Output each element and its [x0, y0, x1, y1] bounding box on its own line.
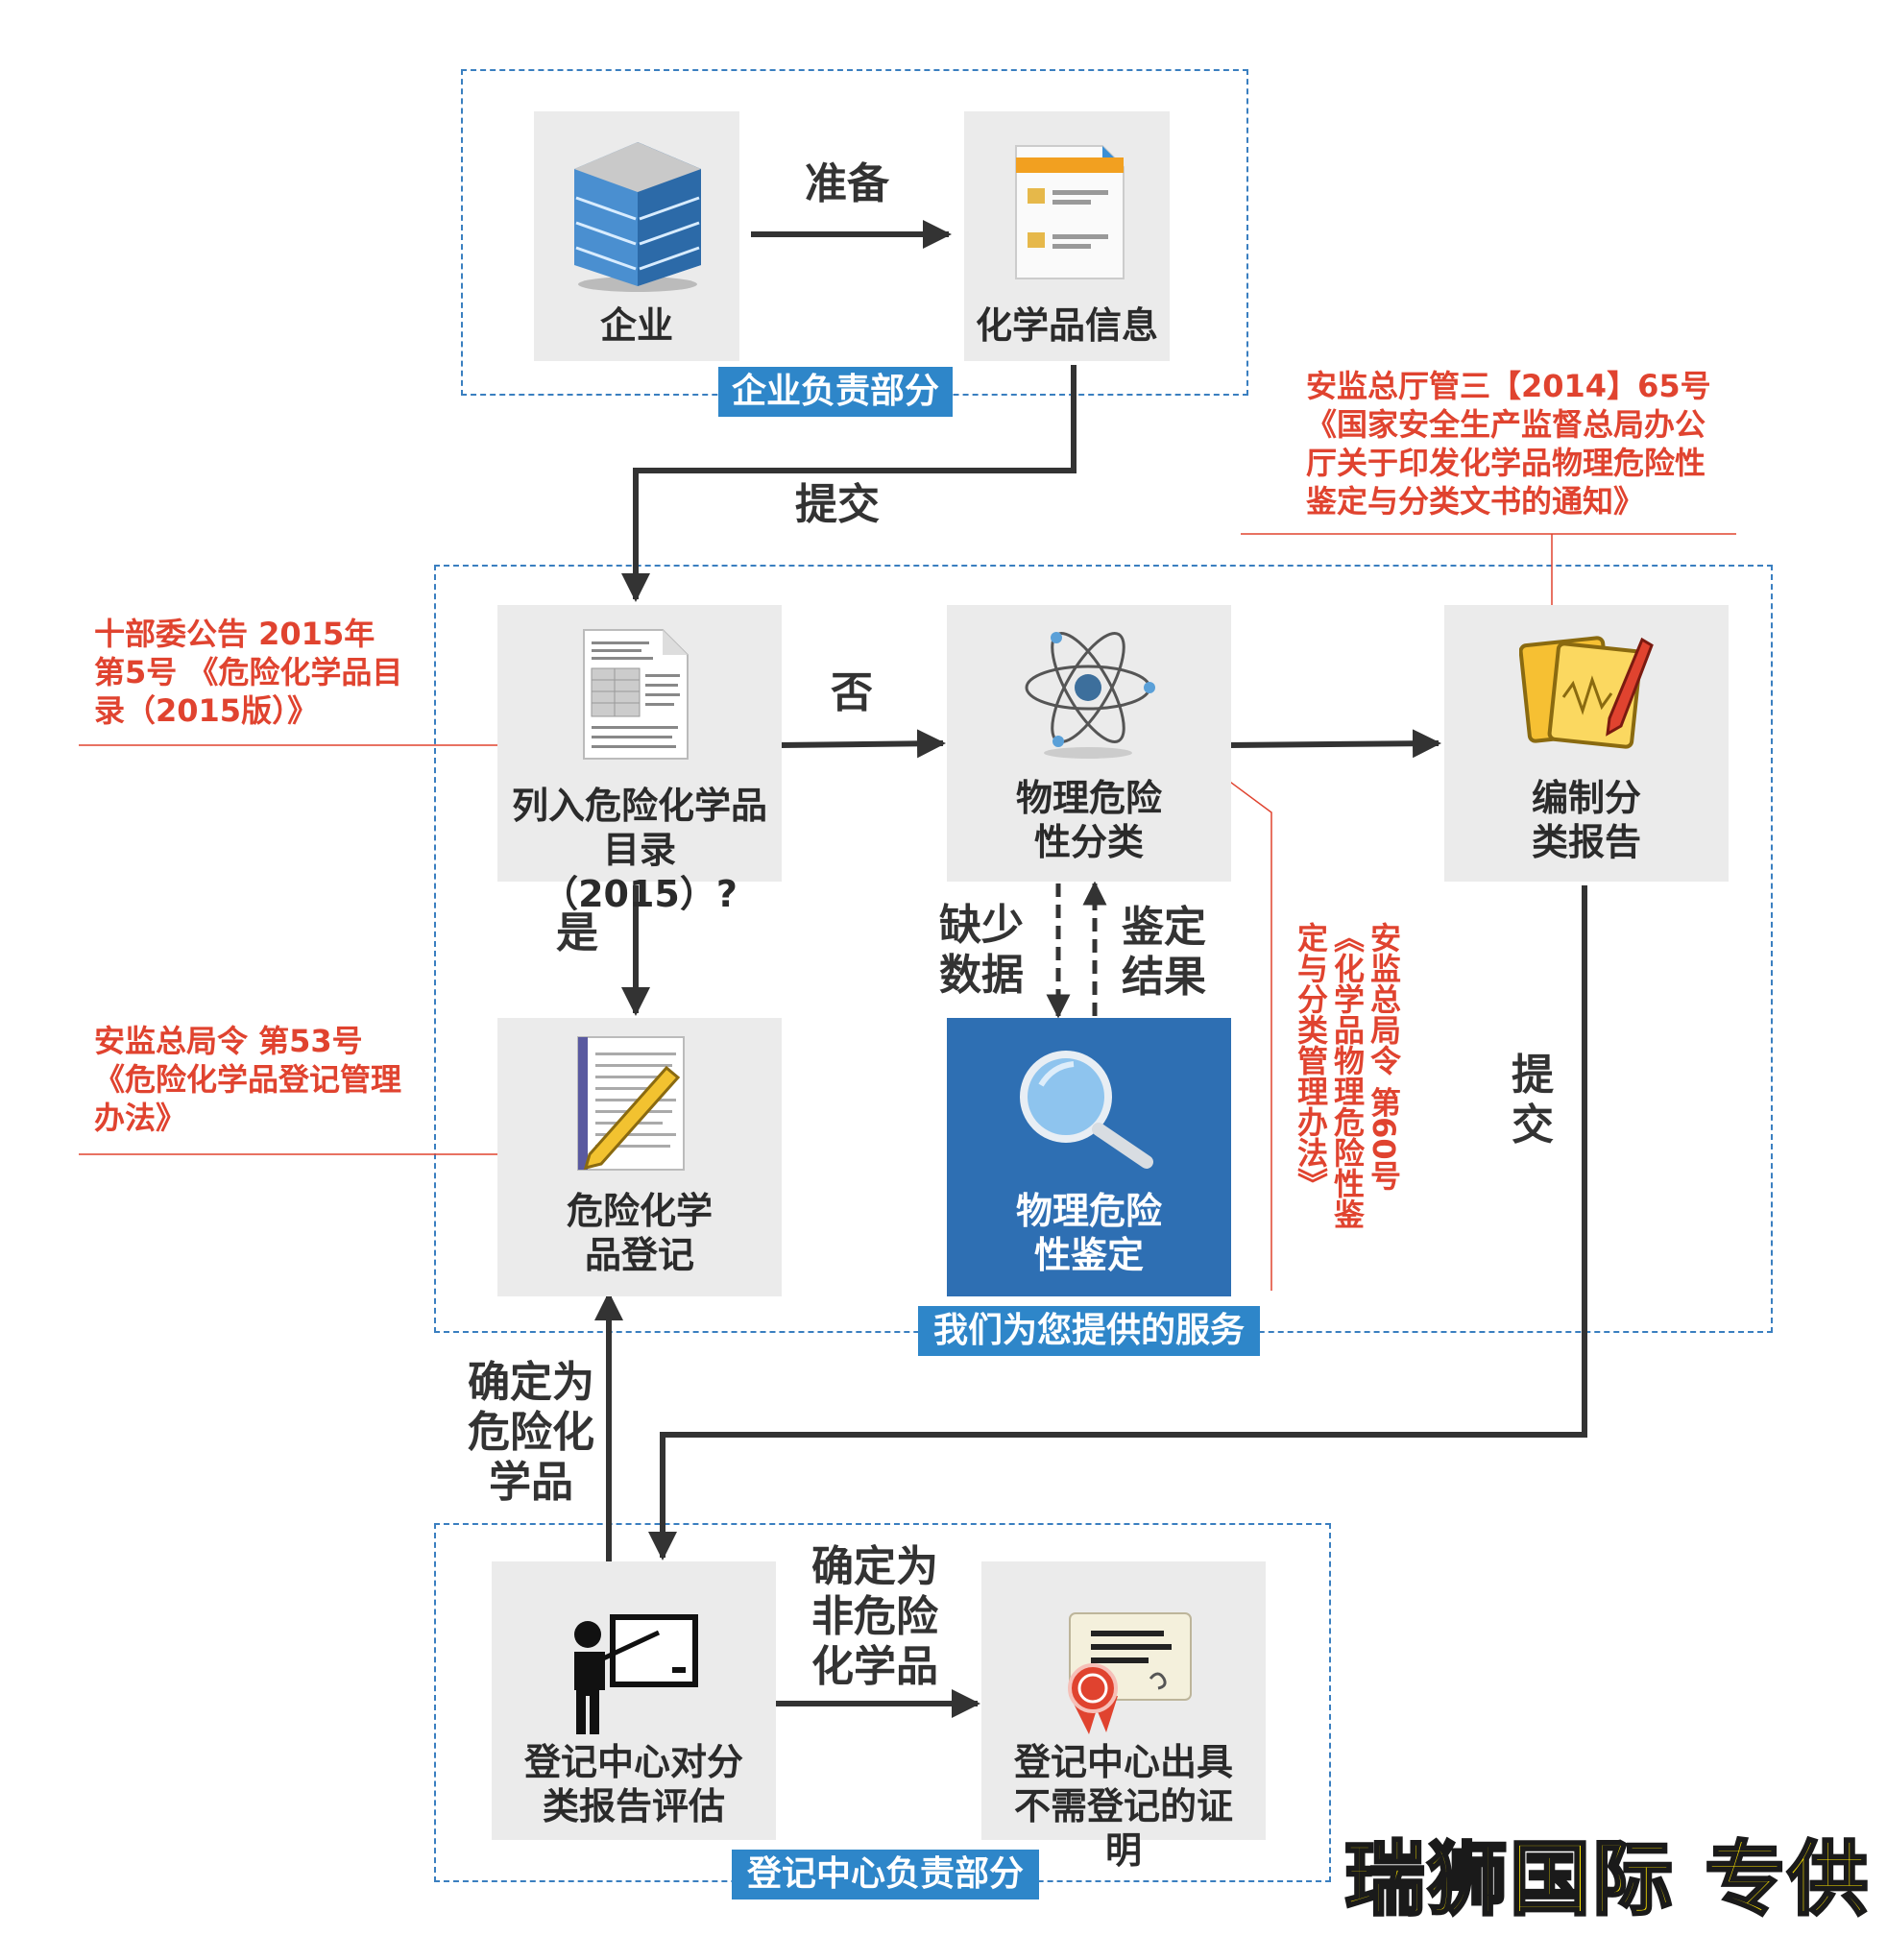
node-chem-info: 化学品信息 [964, 111, 1170, 361]
building-icon [574, 142, 701, 292]
edge-label-id-result: 鉴定结果 [1122, 903, 1206, 1002]
arrow-submit1 [621, 365, 1077, 602]
node-phys-class: 物理危险性分类 [947, 605, 1231, 882]
registration-pencil-icon [577, 1036, 685, 1171]
ref-notice: 安监总厅管三【2014】65号 《国家安全生产监督总局办公厅关于印发化学品物理危… [1306, 368, 1711, 520]
node-in-catalog: 列入危险化学品目录（2015）? [497, 605, 782, 915]
arrow-no [779, 729, 946, 759]
node-label-hazchem-reg: 危险化学品登记 [566, 1190, 713, 1276]
report-pencil-icon [1519, 636, 1654, 749]
node-center-cert: 登记中心出具不需登记的证明 [981, 1561, 1266, 1872]
edge-label-missing-data: 缺少数据 [939, 901, 1024, 1000]
ref-catalog: 十部委公告 2015年 第5号 《危险化学品目录（2015版）》 [94, 616, 403, 729]
edge-label-submit1: 提交 [795, 480, 880, 529]
node-label-phys-identify: 物理危险性鉴定 [1015, 1190, 1162, 1276]
section-label-registry: 登记中心负责部分 [732, 1850, 1039, 1900]
edge-label-not-hazchem: 确定为非危险化学品 [811, 1542, 938, 1691]
edge-label-is-hazchem: 确定为危险化学品 [468, 1358, 594, 1507]
arrow-submit2 [648, 885, 1587, 1561]
ref-decree60: 安监总局令 第60号 《化学品物理危险性鉴定与分类管理办法》 [1293, 922, 1402, 1229]
node-label-center-cert: 登记中心出具不需登记的证明 [1013, 1741, 1233, 1872]
edge-label-prepare: 准备 [805, 159, 889, 208]
catalog-document-icon [583, 629, 689, 760]
edge-label-submit2: 提交 [1512, 1051, 1554, 1149]
ref-reg-method: 安监总局令 第53号 《危险化学品登记管理办法》 [94, 1023, 402, 1136]
node-hazchem-reg: 危险化学品登记 [497, 1018, 782, 1296]
node-label-compile-report: 编制分类报告 [1531, 777, 1641, 863]
document-icon [1015, 145, 1125, 279]
section-label-service: 我们为您提供的服务 [918, 1306, 1260, 1356]
node-phys-identify: 物理危险性鉴定 [947, 1018, 1231, 1296]
teacher-board-icon [574, 1614, 698, 1734]
node-enterprise: 企业 [534, 111, 739, 361]
arrow-to-report [1228, 729, 1441, 759]
node-label-enterprise: 企业 [599, 304, 673, 347]
section-label-enterprise: 企业负责部分 [718, 367, 953, 417]
edge-label-no: 否 [831, 668, 873, 717]
node-label-in-catalog: 列入危险化学品目录（2015）? [511, 785, 767, 915]
node-center-eval: 登记中心对分类报告评估 [492, 1561, 776, 1840]
magnifier-icon [1020, 1051, 1153, 1169]
watermark: 瑞狮国际 专供 [1343, 1831, 1871, 1928]
node-label-chem-info: 化学品信息 [975, 304, 1158, 347]
certificate-icon [1068, 1612, 1192, 1734]
atom-icon [1025, 631, 1155, 759]
edge-label-yes: 是 [556, 908, 598, 957]
node-compile-report: 编制分类报告 [1444, 605, 1729, 882]
node-label-center-eval: 登记中心对分类报告评估 [523, 1741, 743, 1827]
node-label-phys-class: 物理危险性分类 [1015, 777, 1162, 863]
